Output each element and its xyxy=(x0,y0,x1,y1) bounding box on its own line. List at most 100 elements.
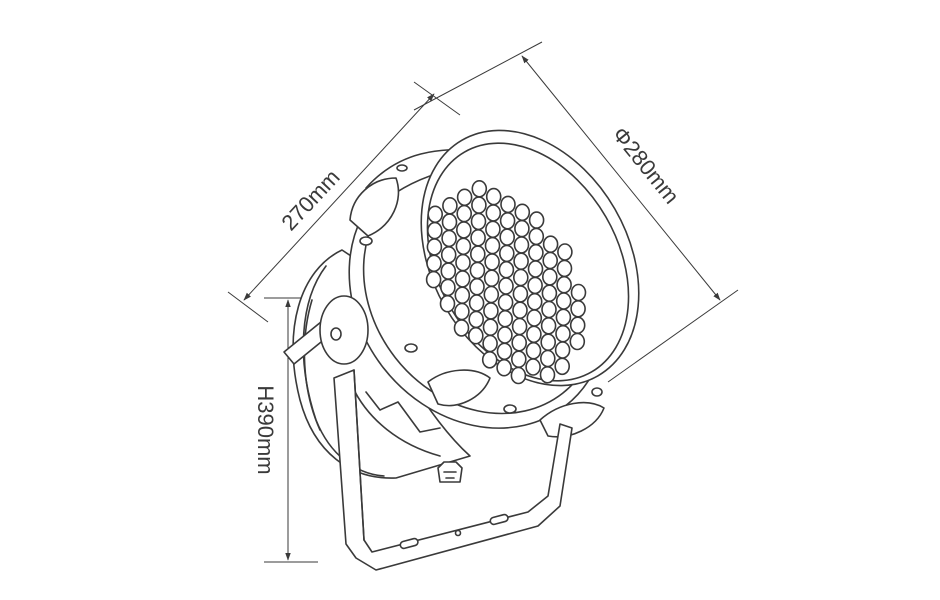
screw-hole xyxy=(503,404,517,414)
led xyxy=(555,292,572,310)
led xyxy=(454,286,471,305)
led xyxy=(528,211,545,229)
extension-line-bottom xyxy=(607,289,739,383)
led xyxy=(484,253,500,271)
led xyxy=(483,302,499,320)
cable-gland xyxy=(437,461,463,483)
led xyxy=(469,245,486,263)
led xyxy=(456,204,473,223)
screw-hole xyxy=(396,164,408,172)
led xyxy=(481,350,498,369)
led xyxy=(483,269,500,288)
led xyxy=(485,220,501,239)
boss-upper xyxy=(349,177,400,237)
led xyxy=(527,276,543,295)
led xyxy=(527,260,544,278)
led xyxy=(556,259,573,278)
led xyxy=(541,284,558,303)
extension-line-left xyxy=(227,291,269,323)
led xyxy=(483,285,500,304)
led xyxy=(512,301,528,320)
led xyxy=(485,204,502,222)
led xyxy=(539,365,556,384)
led xyxy=(542,235,559,253)
led xyxy=(484,236,501,255)
led xyxy=(513,236,530,254)
led xyxy=(540,316,557,335)
led xyxy=(569,332,586,351)
led xyxy=(499,228,516,246)
led xyxy=(456,188,473,207)
led xyxy=(512,285,529,303)
led xyxy=(485,187,502,206)
led xyxy=(556,275,572,294)
boss-middle xyxy=(427,369,491,407)
led xyxy=(528,243,544,262)
led xyxy=(554,341,571,359)
led xyxy=(455,221,472,239)
led xyxy=(442,197,458,215)
led xyxy=(469,261,486,280)
dimension-h390mm: H390mm xyxy=(253,297,318,563)
led xyxy=(500,195,516,214)
led xyxy=(469,277,485,296)
led xyxy=(570,299,586,318)
led xyxy=(440,246,457,264)
led xyxy=(554,357,571,376)
led xyxy=(497,309,514,328)
led xyxy=(525,358,541,376)
mount-slot xyxy=(489,513,509,526)
mount-hole xyxy=(454,529,462,537)
led xyxy=(441,229,457,248)
led xyxy=(539,349,556,368)
led xyxy=(482,334,498,353)
led xyxy=(468,294,485,312)
led xyxy=(510,350,527,369)
led xyxy=(570,283,587,302)
led xyxy=(453,319,470,337)
led xyxy=(525,341,542,360)
led xyxy=(440,262,457,280)
led xyxy=(557,243,573,261)
pivot-knob xyxy=(319,295,369,365)
screw-hole xyxy=(404,343,418,353)
led xyxy=(555,308,572,327)
led xyxy=(498,260,515,279)
led xyxy=(498,277,514,295)
led xyxy=(439,294,456,313)
led xyxy=(467,326,484,345)
led xyxy=(526,309,543,327)
led xyxy=(496,342,513,361)
led xyxy=(496,358,512,377)
led xyxy=(482,318,499,337)
dimension-line-270 xyxy=(243,93,435,301)
screw-hole xyxy=(359,236,373,246)
flood-light xyxy=(283,129,640,571)
led xyxy=(528,227,545,246)
extension-line-top xyxy=(413,41,543,111)
led xyxy=(526,325,542,344)
led xyxy=(497,326,513,344)
mount-slot xyxy=(399,537,419,550)
height-label: H390mm xyxy=(253,385,278,474)
led xyxy=(541,268,558,286)
diameter-label: Φ280mm xyxy=(608,122,685,208)
led xyxy=(454,302,470,321)
led xyxy=(454,270,471,288)
led xyxy=(471,180,488,198)
led xyxy=(541,300,557,319)
dimension-line-280 xyxy=(521,55,721,301)
led xyxy=(514,203,531,222)
extension-line-right xyxy=(413,81,461,116)
led xyxy=(425,270,442,289)
led xyxy=(497,293,514,312)
led xyxy=(468,310,485,329)
led xyxy=(440,278,456,297)
led xyxy=(426,238,443,256)
led xyxy=(569,316,586,335)
led xyxy=(512,268,529,287)
screw-hole xyxy=(591,387,603,397)
led xyxy=(470,212,487,231)
